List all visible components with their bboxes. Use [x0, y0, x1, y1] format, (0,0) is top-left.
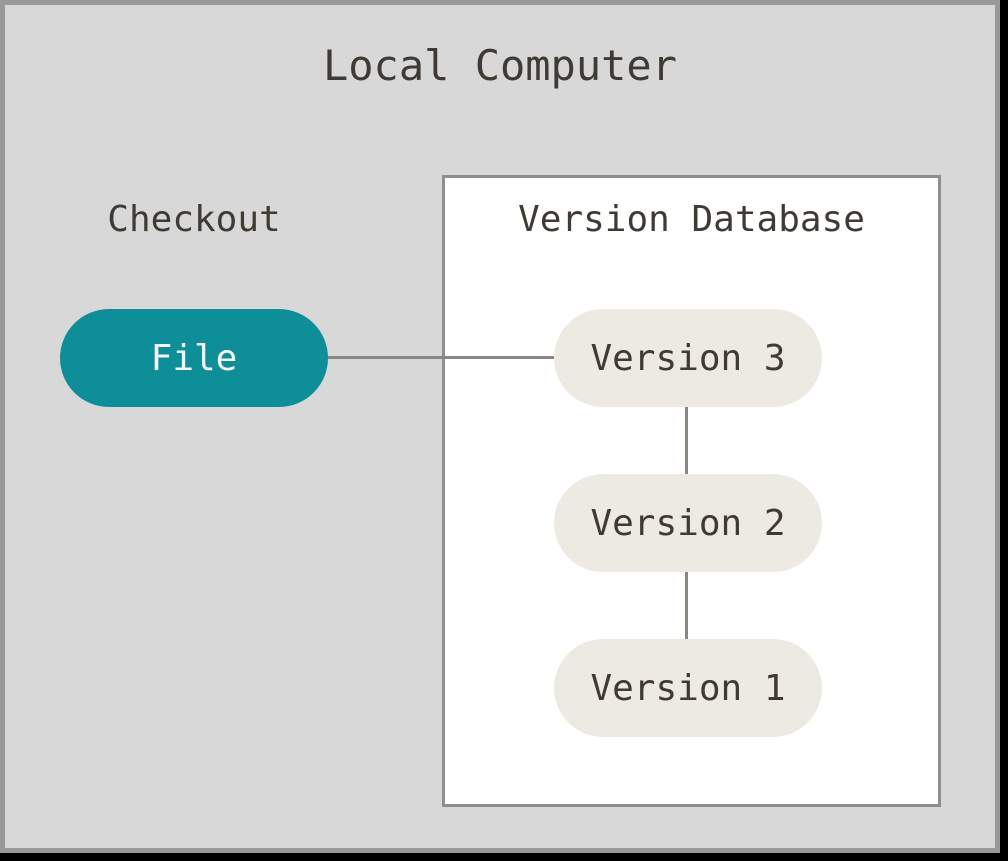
version3-node-label: Version 3 [590, 337, 786, 379]
connector-version2-to-version1 [685, 572, 688, 639]
connector-file-to-version3 [328, 356, 554, 359]
version-database-title: Version Database [518, 199, 865, 240]
version2-node-label: Version 2 [590, 502, 786, 544]
file-node: File [60, 309, 328, 407]
file-node-label: File [150, 337, 238, 379]
version1-node-label: Version 1 [590, 667, 786, 709]
checkout-label: Checkout [107, 199, 281, 240]
version1-node: Version 1 [554, 639, 822, 737]
diagram-title: Local Computer [322, 41, 677, 90]
version2-node: Version 2 [554, 474, 822, 572]
connector-version3-to-version2 [685, 407, 688, 474]
version3-node: Version 3 [554, 309, 822, 407]
